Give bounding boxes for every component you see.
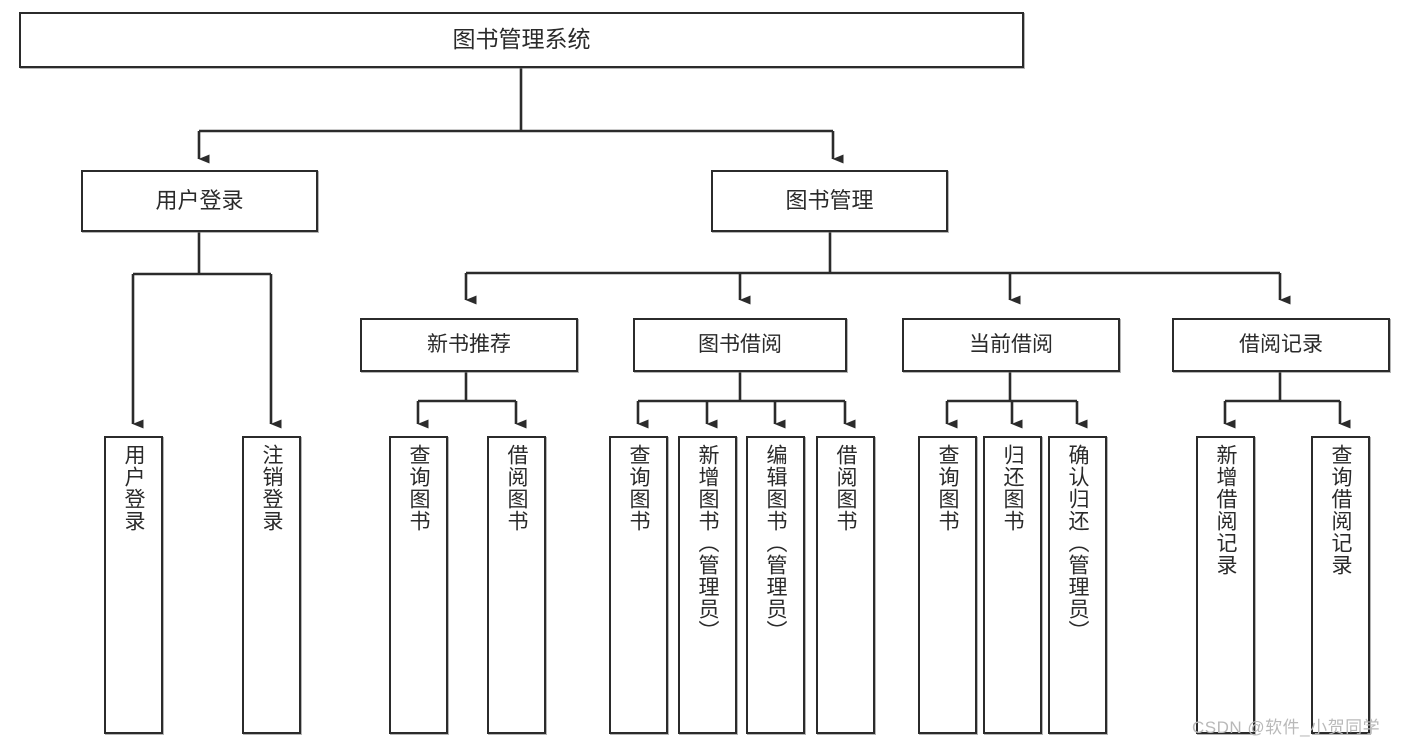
leaf-return-book-label: 归还图书 [1001, 444, 1024, 532]
leaf-query-borrow-record[interactable]: 查询借阅记录 [1311, 436, 1370, 734]
node-user-login-label: 用户登录 [155, 187, 244, 213]
leaf-borrow-book[interactable]: 借阅图书 [816, 436, 875, 734]
leaf-add-book-admin-label: 新增图书（管理员） [696, 444, 719, 642]
node-book-management[interactable]: 图书管理 [711, 170, 948, 232]
leaf-return-book[interactable]: 归还图书 [983, 436, 1042, 734]
leaf-query-book-current[interactable]: 查询图书 [918, 436, 977, 734]
leaf-user-login-label: 用户登录 [122, 444, 145, 532]
leaf-logout-label: 注销登录 [260, 444, 283, 532]
node-borrow-records-label: 借阅记录 [1239, 333, 1323, 357]
node-new-book-recommend-label: 新书推荐 [427, 333, 511, 357]
node-new-book-recommend[interactable]: 新书推荐 [360, 318, 578, 372]
leaf-query-book-borrow-label: 查询图书 [627, 444, 650, 532]
node-book-borrow[interactable]: 图书借阅 [633, 318, 847, 372]
node-root-label: 图书管理系统 [452, 26, 591, 53]
leaf-add-borrow-record[interactable]: 新增借阅记录 [1196, 436, 1255, 734]
leaf-query-book-borrow[interactable]: 查询图书 [609, 436, 668, 734]
leaf-add-borrow-record-label: 新增借阅记录 [1214, 444, 1237, 576]
node-user-login[interactable]: 用户登录 [81, 170, 318, 232]
leaf-user-login[interactable]: 用户登录 [104, 436, 163, 734]
node-book-management-label: 图书管理 [785, 187, 874, 213]
leaf-add-book-admin[interactable]: 新增图书（管理员） [678, 436, 737, 734]
leaf-logout[interactable]: 注销登录 [242, 436, 301, 734]
leaf-confirm-return-admin-label: 确认归还（管理员） [1066, 444, 1089, 642]
node-current-borrow-label: 当前借阅 [969, 333, 1053, 357]
leaf-edit-book-admin-label: 编辑图书（管理员） [764, 444, 787, 642]
csdn-watermark: CSDN @软件_小贺同学 [1192, 718, 1381, 737]
leaf-query-book-current-label: 查询图书 [936, 444, 959, 532]
leaf-edit-book-admin[interactable]: 编辑图书（管理员） [746, 436, 805, 734]
leaf-borrow-book-label: 借阅图书 [834, 444, 857, 532]
leaf-query-book-newbooks[interactable]: 查询图书 [389, 436, 448, 734]
leaf-borrow-book-newbooks[interactable]: 借阅图书 [487, 436, 546, 734]
node-root[interactable]: 图书管理系统 [19, 12, 1024, 68]
leaf-confirm-return-admin[interactable]: 确认归还（管理员） [1048, 436, 1107, 734]
node-book-borrow-label: 图书借阅 [698, 333, 782, 357]
leaf-borrow-book-newbooks-label: 借阅图书 [505, 444, 528, 532]
leaf-query-borrow-record-label: 查询借阅记录 [1329, 444, 1352, 576]
node-current-borrow[interactable]: 当前借阅 [902, 318, 1120, 372]
leaf-query-book-newbooks-label: 查询图书 [407, 444, 430, 532]
node-borrow-records[interactable]: 借阅记录 [1172, 318, 1390, 372]
